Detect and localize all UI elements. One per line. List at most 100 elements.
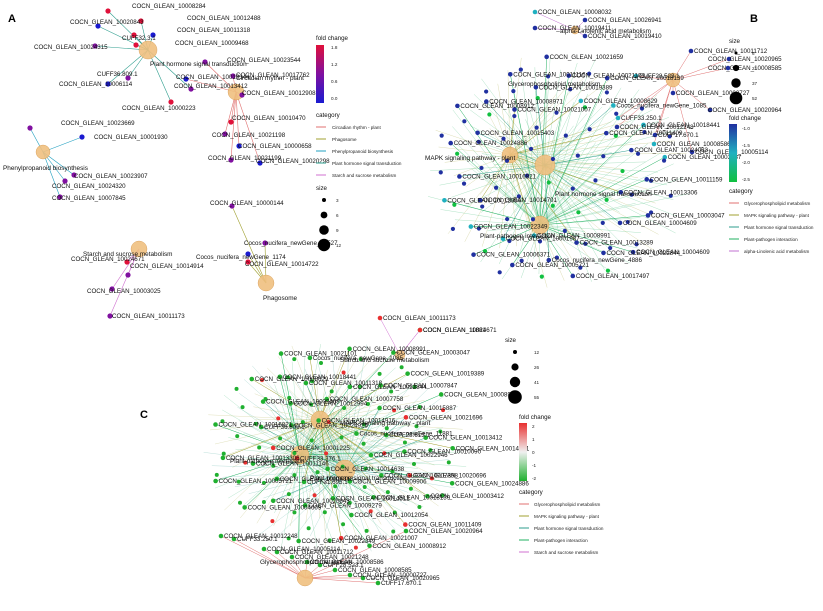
pathway-hub-label: Phagosome [263, 295, 298, 302]
edge [498, 164, 546, 265]
gene-node [341, 522, 346, 527]
gene-node [534, 125, 539, 130]
edge [299, 375, 431, 456]
gene-node [620, 168, 625, 174]
edge [232, 419, 321, 468]
gene-node-label: COCN_GLEAN_10004609 [623, 220, 697, 227]
gene-node [341, 370, 346, 375]
gene-node [375, 580, 381, 586]
gene-node [482, 249, 488, 254]
legend-b-category-label: Plant hormone signal transduction [744, 225, 814, 230]
edge [211, 465, 346, 471]
edge [510, 74, 541, 226]
pathway-hub-label: Starch and sucrose metabolism [83, 251, 173, 258]
gene-node [530, 217, 536, 222]
edge [299, 444, 382, 456]
edge [299, 454, 370, 546]
gene-node [450, 226, 456, 232]
gene-node [545, 74, 551, 79]
edge [291, 361, 301, 456]
gene-node [582, 17, 588, 23]
gene-node [347, 384, 353, 390]
legend-c-category-label: Glycerophospholipid metabolism [534, 502, 601, 507]
gene-node [286, 492, 291, 497]
edge [344, 382, 413, 471]
legend-a-size-dot [319, 225, 329, 235]
gene-node [519, 258, 524, 263]
gene-node [478, 197, 483, 203]
edge [539, 78, 608, 226]
gene-node [257, 445, 262, 450]
gene-node [608, 245, 613, 251]
gene-node [361, 441, 366, 446]
gene-node-label: COCN_GLEAN_10018441 [646, 122, 720, 129]
gene-node-label: COCN_GLEAN_10007845 [52, 195, 126, 202]
edge [544, 109, 653, 166]
gene-node-label: COCN_GLEAN_10008586 [310, 559, 384, 566]
gene-node [639, 106, 645, 111]
edge [544, 149, 632, 166]
gene-node-label: COCN_GLEAN_10001930 [94, 134, 168, 141]
panel-label-c: C [140, 409, 148, 421]
edge [235, 91, 261, 164]
gene-node-label: COCN_GLEAN_10019389 [411, 371, 485, 378]
pathway-hub-node [35, 144, 51, 160]
panel-label-a: A [8, 13, 16, 25]
gene-node [339, 435, 344, 440]
gene-node [417, 505, 422, 510]
legend-c-size-label: 26 [534, 365, 540, 370]
edge [509, 121, 612, 156]
gene-node-label: COCN_GLEAN_10014914 [130, 263, 204, 270]
legend-b-category-label: Glycerophospholipid metabolism [744, 201, 811, 206]
pathway-hub-label: Plant-pathogen interaction [480, 233, 555, 240]
legend-b-size-label: 52 [752, 96, 758, 101]
gene-node-label: COCN_GLEAN_10015403 [481, 130, 555, 137]
gene-node [92, 43, 98, 49]
gene-node [707, 107, 713, 113]
edge [539, 152, 663, 226]
gene-node [364, 528, 369, 533]
gene-node [214, 472, 219, 477]
gene-node [230, 73, 236, 79]
gene-node [306, 526, 311, 531]
edge [299, 454, 334, 543]
edge [251, 378, 321, 421]
gene-node [554, 255, 559, 260]
edge [299, 445, 356, 456]
edge [544, 164, 658, 173]
edge [319, 419, 439, 479]
pathway-hub-label: Phenylpropanoid biosynthesis [3, 165, 88, 172]
gene-node [278, 351, 284, 356]
edge [509, 153, 687, 156]
gene-node [570, 273, 576, 279]
edge [215, 454, 301, 482]
edge [672, 67, 729, 81]
edge [344, 347, 349, 471]
edge [539, 75, 569, 226]
edge [238, 393, 346, 471]
gene-node [644, 177, 650, 182]
gene-node [261, 546, 267, 552]
edge [507, 70, 511, 156]
gene-node-label: COCN_GLEAN_10011159 [650, 176, 723, 183]
gene-node [367, 543, 372, 549]
legend-c-fc-tick: 0 [532, 450, 535, 455]
gene-node [425, 493, 430, 499]
gene-node [168, 99, 174, 105]
legend-b-fc-tick: -2.5 [742, 177, 750, 182]
edge [539, 190, 627, 226]
gene-node-label: COCN_GLEAN_10017497 [576, 273, 650, 280]
gene-node [461, 181, 467, 186]
edge [539, 215, 649, 226]
gene-node [303, 380, 309, 386]
edge [544, 58, 596, 166]
legend-a-fc-tick: 1.8 [331, 45, 338, 50]
edge [319, 419, 391, 489]
gene-node [417, 327, 423, 333]
edge [303, 419, 321, 482]
edge [544, 105, 636, 166]
edge [289, 454, 301, 513]
gene-node [354, 431, 359, 436]
edge [299, 352, 394, 456]
gene-node [605, 268, 611, 273]
